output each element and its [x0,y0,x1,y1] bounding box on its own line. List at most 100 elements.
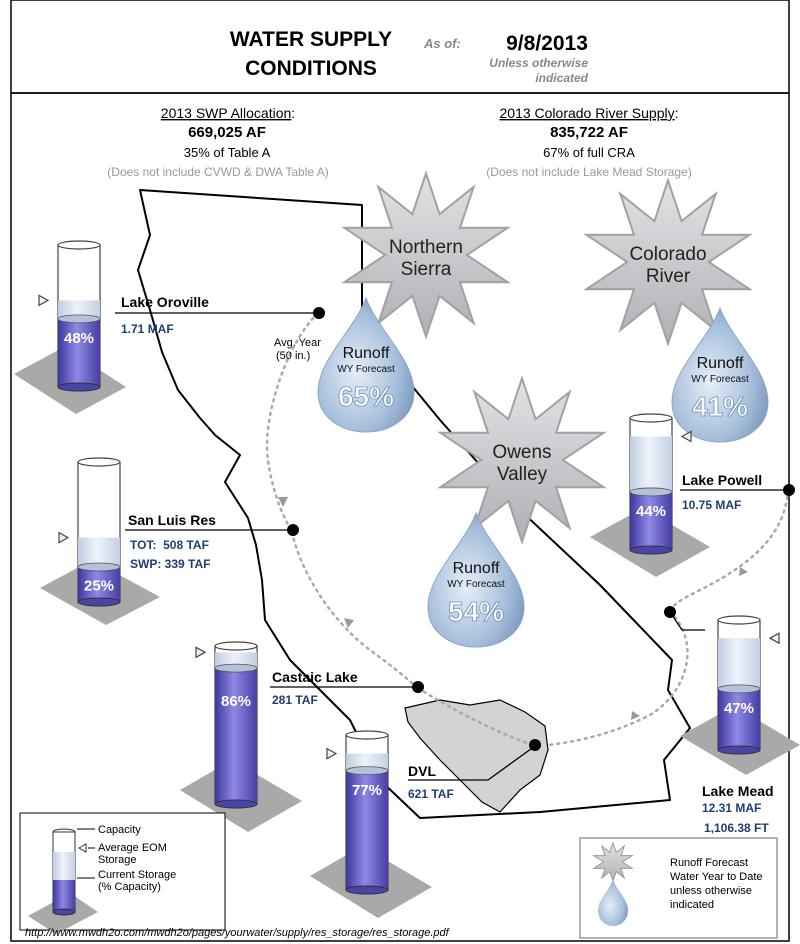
tube-top-rim [629,413,673,423]
legend-current-1: Current Storage [98,869,176,881]
tube-eom-band [58,300,100,319]
swp-amount: 669,025 AF [188,124,266,141]
reservoir-dvl: 77% [310,730,432,918]
eom-marker-icon [38,294,50,307]
runoff-region-name-1: Owens [492,442,551,463]
water-drop-icon [671,306,769,443]
reservoir-lake-oroville: 48% [14,240,126,414]
as-of-label: As of: [423,36,461,51]
runoff-legend-3: unless otherwise [670,885,752,897]
tube-storage-fill [215,668,257,804]
swp-percent: 35% of Table A [184,145,271,160]
tube-percent-label: 77% [352,782,382,799]
eom-marker-icon [680,430,692,443]
tube-storage-fill [78,567,120,602]
colorado-title: 2013 Colorado River Supply [500,105,675,121]
svg-text:2013 Colorado River Supply:: 2013 Colorado River Supply: [500,105,679,121]
as-of-note-1: Unless otherwise [489,56,588,70]
tube-eom-band [346,753,388,771]
title-line-1: WATER SUPPLY [230,28,392,51]
tube-eom-band [78,537,120,567]
value-lake-mead-ft: 1,106.38 FT [704,821,769,835]
reservoir-labels: Lake Oroville 1.71 MAF San Luis Res TOT:… [121,294,774,835]
runoff-legend-1: Runoff Forecast [670,857,748,869]
california-map-outline [137,189,691,819]
legend-drop-icon [598,880,628,926]
eom-marker-icon [326,747,338,760]
eom-marker-icon [58,531,70,544]
snowflake-icon [437,375,607,545]
tube-percent-label: 25% [84,578,114,595]
reservoir-castaic-lake: 86% [180,641,302,832]
tube-storage-surface [345,766,389,776]
tube-top-rim [717,615,761,625]
tube-eom-band [630,436,672,492]
tube-base [77,597,121,607]
reservoir-lake-mead: 47% [680,615,800,775]
snowflake-icon [583,177,753,347]
runoff-label: Runoff [453,560,500,577]
snowflake-icon [341,170,511,340]
swp-allocation: 2013 SWP Allocation: 669,025 AF 35% of T… [107,105,328,179]
runoff-region-name-2: Sierra [401,259,452,280]
tube-storage-fill [630,491,672,550]
service-area-region [404,699,549,813]
tube-top-rim [345,730,389,740]
header: WATER SUPPLY CONDITIONS As of: 9/8/2013 … [10,0,790,94]
tube-storage-fill [58,318,100,387]
runoff-label: Runoff [697,355,744,372]
runoff-sublabel: WY Forecast [337,364,395,375]
tube-base [717,745,761,755]
colorado-amount: 835,722 AF [550,124,628,141]
colorado-note: (Does not include Lake Mead Storage) [486,165,691,179]
value-lake-mead-maf: 12.31 MAF [702,801,761,815]
avg-year-line2: (50 in.) [276,350,310,362]
swp-note: (Does not include CVWD & DWA Table A) [107,165,328,179]
source-url[interactable]: http://www.mwdh2o.com/mwdh2o/pages/yourw… [25,927,450,939]
label-castaic-lake: Castaic Lake [272,669,358,685]
as-of-note-2: indicated [535,71,588,85]
eom-marker-icon [768,632,780,645]
legend-eom-2: Storage [98,854,137,866]
eom-marker-icon [195,646,207,659]
reservoir-lake-powell: 44% [590,413,710,577]
label-san-luis-res: San Luis Res [128,512,216,528]
reservoir-san-luis-res: 25% [40,457,160,625]
runoff-sublabel: WY Forecast [447,579,505,590]
aqueduct-paths [265,311,790,747]
tube-base [345,885,389,895]
label-lake-mead: Lake Mead [702,783,774,799]
path-arrows [278,497,748,720]
tube-percent-label: 47% [724,700,754,717]
value-san-luis-swp: SWP: 339 TAF [130,557,210,571]
body-frame [10,92,790,942]
runoff-legend-2: Water Year to Date [670,871,763,883]
runoff-region-name-2: River [646,266,691,287]
value-dvl: 621 TAF [408,787,454,801]
runoff-sublabel: WY Forecast [691,374,749,385]
water-drop-icon [317,296,415,433]
value-castaic-lake: 281 TAF [272,693,318,707]
tube-storage-surface [717,684,761,694]
runoff-label: Runoff [343,345,390,362]
label-lake-oroville: Lake Oroville [121,294,209,310]
reservoir-layer: 48% 25% 86% 77% 44% 47% [14,240,800,918]
colorado-supply: 2013 Colorado River Supply: 835,722 AF 6… [486,105,691,179]
label-lake-powell: Lake Powell [682,472,762,488]
swp-title-colon: : [291,105,295,121]
runoff-legend-4: indicated [670,899,714,911]
runoff-value: 41% [692,391,748,422]
runoff-region-name-1: Colorado [629,244,706,265]
tube-percent-label: 86% [221,693,251,710]
runoff-legend: Runoff Forecast Water Year to Date unles… [579,837,778,939]
storage-legend: Capacity Average EOM Storage Current Sto… [19,812,226,934]
tube-percent-label: 48% [64,330,94,347]
leader-lines [115,312,790,781]
tube-base [214,799,258,809]
tube-eom-band [215,652,257,669]
legend-current-2: (% Capacity) [98,881,161,893]
runoff-value: 54% [448,596,504,627]
colorado-percent: 67% of full CRA [543,145,635,160]
